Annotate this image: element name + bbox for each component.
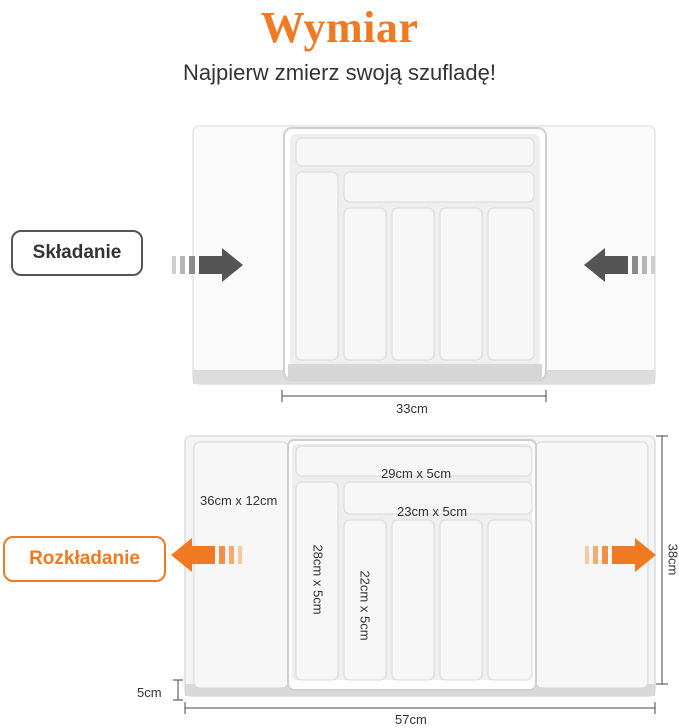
page-title: Wymiar	[260, 3, 419, 52]
page-subtitle: Najpierw zmierz swoją szufladę!	[183, 60, 496, 85]
unfold-arrow-left-icon	[171, 538, 242, 572]
top-compartment-label: 29cm x 5cm	[381, 466, 452, 481]
fold-arrow-right-icon	[172, 248, 243, 282]
unfold-arrow-right-icon	[585, 538, 656, 572]
side-compartment-label: 36cm x 12cm	[200, 493, 278, 508]
unfolded-width-label: 57cm	[395, 712, 427, 727]
unfolded-organizer	[184, 435, 656, 697]
height-label: 38cm	[665, 543, 679, 576]
depth-dimension	[173, 679, 183, 701]
depth-label: 5cm	[137, 685, 162, 700]
fold-arrow-left-icon	[584, 248, 655, 282]
short-compartment-label: 22cm x 5cm	[357, 570, 373, 641]
folding-label: Składanie	[11, 230, 143, 276]
unfolded-width-dimension	[184, 702, 656, 714]
folded-width-label: 33cm	[396, 401, 428, 416]
unfolding-label: Rozkładanie	[3, 536, 166, 582]
middle-compartment-label: 23cm x 5cm	[397, 504, 468, 519]
height-dimension	[656, 435, 668, 685]
folded-width-dimension	[281, 390, 547, 402]
folded-organizer	[192, 125, 656, 385]
long-compartment-label: 28cm x 5cm	[310, 544, 326, 615]
